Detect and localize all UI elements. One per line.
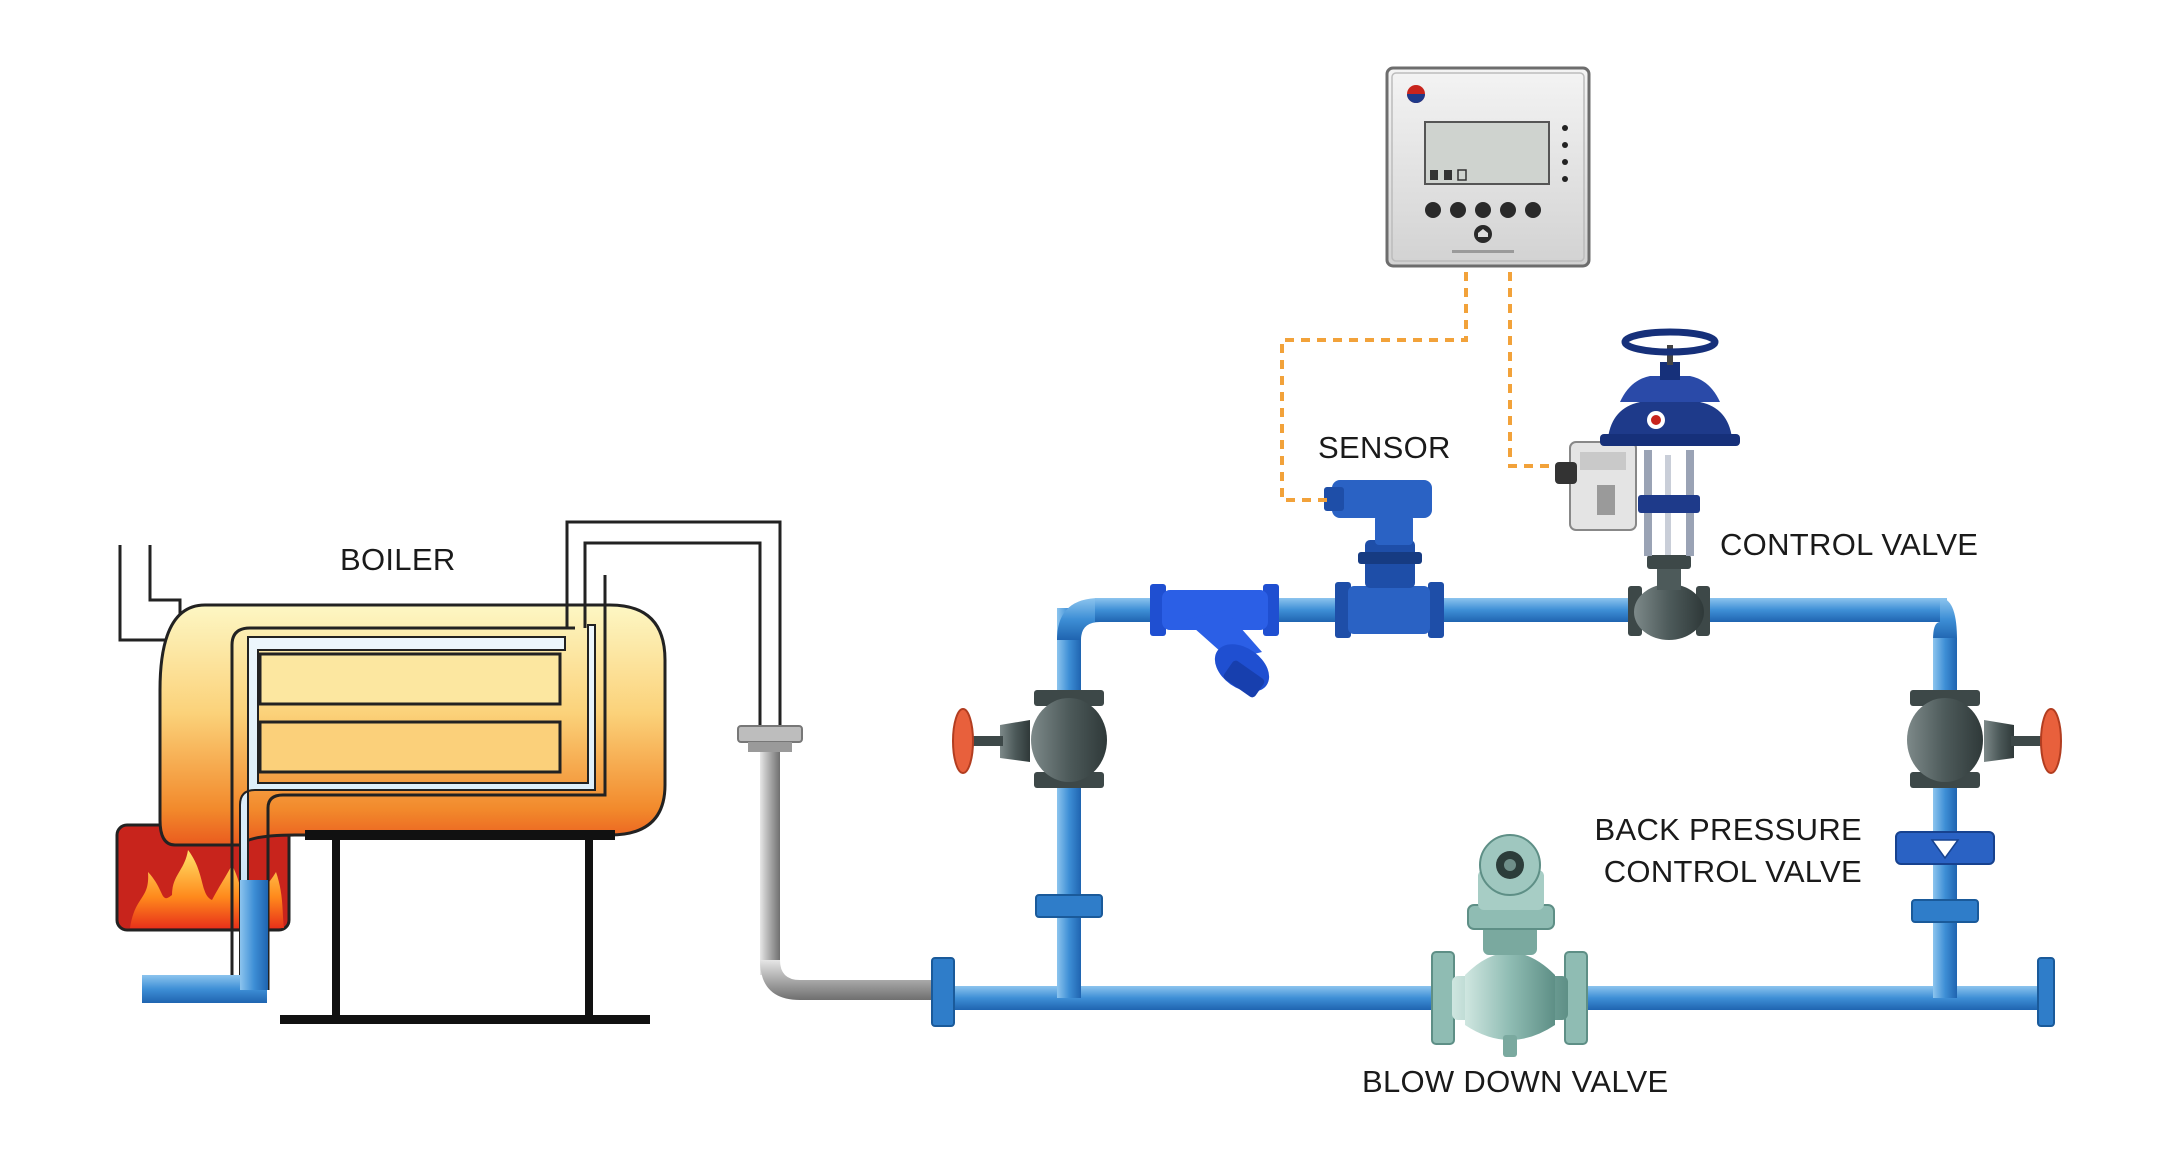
boiler: BOILER xyxy=(115,520,782,1024)
panel-button[interactable] xyxy=(1475,202,1491,218)
steam-outlet-tube xyxy=(565,520,782,735)
control-valve-label: CONTROL VALVE xyxy=(1720,527,1978,562)
side-button[interactable] xyxy=(1562,142,1568,148)
main-line-flange-left xyxy=(931,957,955,1027)
right-riser-flange xyxy=(1911,899,1979,923)
back-pressure-control-valve: BACK PRESSURE CONTROL VALVE xyxy=(1595,812,1995,889)
back-pressure-label-line1: BACK PRESSURE xyxy=(1595,812,1862,847)
boiler-blowdown-pipe xyxy=(737,725,940,1000)
main-line-end-cap xyxy=(2037,957,2055,1027)
panel-button[interactable] xyxy=(1500,202,1516,218)
controller-display xyxy=(1424,121,1550,185)
control-valve: CONTROL VALVE xyxy=(1555,328,1978,640)
left-isolation-valve xyxy=(952,690,1107,788)
y-strainer xyxy=(1150,584,1279,698)
handwheel-icon[interactable] xyxy=(2040,708,2062,774)
panel-button[interactable] xyxy=(1525,202,1541,218)
top-handwheel-icon[interactable] xyxy=(1621,328,1719,356)
side-button[interactable] xyxy=(1562,125,1568,131)
blow-down-valve: BLOW DOWN VALVE xyxy=(1362,834,1669,1099)
panel-button[interactable] xyxy=(1425,202,1441,218)
side-button[interactable] xyxy=(1562,176,1568,182)
triangle-down-icon xyxy=(1930,839,1960,860)
boiler-tube xyxy=(239,624,596,991)
panel-button[interactable] xyxy=(1450,202,1466,218)
left-riser-flange xyxy=(1035,894,1103,918)
side-button[interactable] xyxy=(1562,159,1568,165)
grey-flange xyxy=(737,725,803,743)
control-signal-wire xyxy=(1508,272,1555,468)
sensor-signal-wire xyxy=(1280,272,1468,502)
back-pressure-label-line2: CONTROL VALVE xyxy=(1604,854,1862,889)
sensor: SENSOR xyxy=(1318,430,1451,638)
right-isolation-valve xyxy=(1907,690,2062,788)
flue-pass-upper xyxy=(258,652,562,706)
handwheel-icon[interactable] xyxy=(952,708,974,774)
signal-wires xyxy=(1280,272,1555,502)
boiler-stand-top xyxy=(305,830,615,840)
actuator-diaphragm xyxy=(1608,402,1732,438)
blow-down-valve-label: BLOW DOWN VALVE xyxy=(1362,1064,1669,1099)
boiler-label: BOILER xyxy=(340,542,456,577)
controller-panel xyxy=(1385,66,1591,268)
sensor-label: SENSOR xyxy=(1318,430,1451,465)
flue-pass-lower xyxy=(258,720,562,774)
